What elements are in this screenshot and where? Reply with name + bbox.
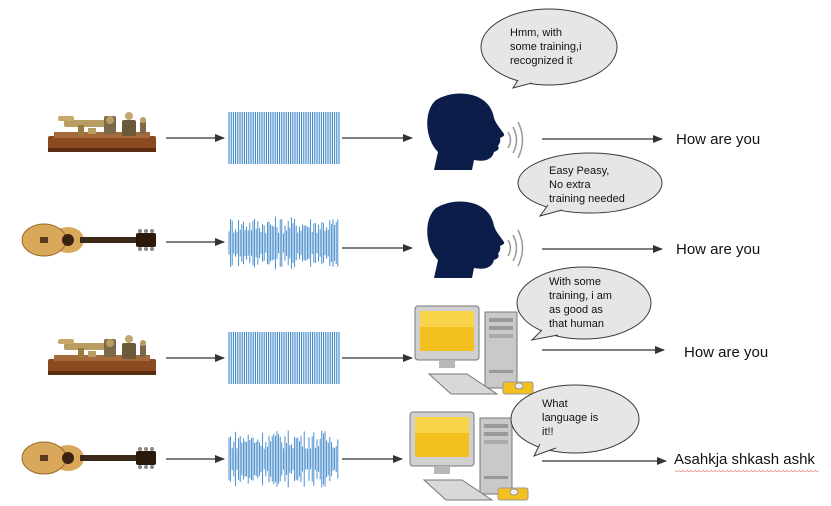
desktop-computer-icon [409, 411, 529, 501]
output-text-row3: How are you [684, 344, 769, 361]
spellcheck-underline [675, 470, 819, 473]
speech-bubble-tail [530, 329, 559, 341]
speech-bubble [516, 266, 652, 340]
bubble-text-row4: What language is it!! [542, 398, 599, 438]
speech-bubble [510, 384, 640, 454]
acoustic-guitar-icon [21, 441, 157, 475]
bubble-text-row3: With some training, i am as good as that… [549, 276, 612, 330]
human-head-icon [426, 200, 524, 279]
speech-bubble-tail [538, 204, 563, 217]
morse-signal-waveform [228, 332, 340, 384]
speech-bubble-tail [532, 443, 557, 457]
telegraph-key-icon [48, 112, 156, 152]
acoustic-guitar-icon [21, 223, 157, 257]
human-head-icon [426, 92, 524, 171]
bubble-text-row2: Easy Peasy, No extra training needed [549, 165, 625, 205]
desktop-computer-icon [414, 305, 534, 395]
output-text-row2: How are you [676, 241, 761, 258]
morse-signal-waveform [228, 112, 340, 164]
output-text-row4: Asahkja shkash ashk [674, 451, 815, 468]
telegraph-key-icon [48, 335, 156, 375]
bubble-text-row1: Hmm, with some training,i recognized it [510, 27, 582, 67]
speech-bubble [480, 8, 618, 86]
output-text-row1: How are you [676, 131, 761, 148]
guitar-signal-waveform [228, 430, 339, 488]
speech-bubble [517, 152, 663, 214]
guitar-signal-waveform [228, 216, 339, 270]
speech-bubble-tail [511, 79, 533, 89]
